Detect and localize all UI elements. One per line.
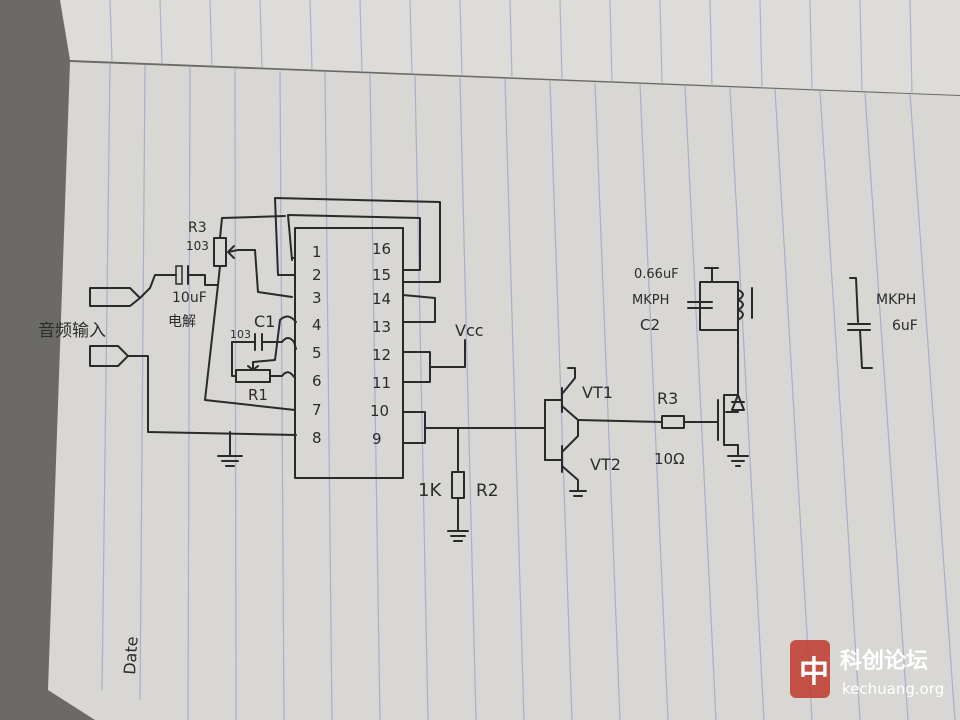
input-cap-right-wire — [187, 274, 219, 286]
c1-value: 103 — [230, 328, 251, 341]
upper-page-rules — [109, 0, 913, 95]
pin-1: 1 — [312, 243, 322, 261]
r3-label: R3 — [188, 220, 207, 236]
pin-13: 13 — [372, 318, 391, 336]
ground-vt2-symbol — [569, 490, 587, 497]
r3-load-label: R3 — [657, 389, 678, 408]
watermark: 中 科创论坛 kechuang.org — [790, 640, 944, 698]
tank-top-wire — [704, 267, 719, 283]
audio-input-plug-2 — [89, 345, 129, 367]
right-cap-type: MKPH — [876, 292, 916, 308]
r3-load-value: 10Ω — [654, 450, 685, 468]
ic-right-pins: 16 15 14 13 12 11 10 9 — [370, 240, 391, 448]
top-feedback-wires — [274, 197, 441, 283]
pin-8: 8 — [312, 429, 322, 447]
vt2-emitter — [561, 419, 579, 453]
vcc-label: Vcc — [455, 321, 484, 340]
date-label: Date — [120, 636, 142, 675]
pin-6: 6 — [312, 372, 322, 390]
pin-12: 12 — [372, 346, 391, 364]
pin-11: 11 — [372, 374, 391, 392]
c1-right-wire — [261, 337, 297, 350]
main-page — [48, 62, 960, 720]
ground-left-symbol — [217, 455, 243, 467]
input-cap-left-wire — [149, 274, 177, 289]
pin-2: 2 — [312, 266, 322, 284]
coil — [737, 289, 744, 321]
ground-r2-symbol — [447, 530, 469, 542]
r2-label: R2 — [476, 481, 499, 501]
vcc-wire — [429, 339, 466, 368]
watermark-text-en: kechuang.org — [842, 680, 944, 698]
right-cap-value: 6uF — [892, 318, 918, 334]
r3-load-left-wire — [577, 419, 663, 423]
r1-wiper-to-pin4 — [252, 315, 297, 363]
audio-plug-1-wire — [139, 287, 151, 299]
pin-9: 9 — [372, 430, 382, 448]
vt2-label: VT2 — [590, 455, 621, 474]
pin-10: 10 — [370, 402, 389, 420]
c2-value: 0.66uF — [634, 267, 679, 282]
upper-page — [60, 0, 960, 95]
vt2-collector — [561, 465, 579, 491]
vt1-emitter — [561, 405, 579, 421]
watermark-logo-glyph: 中 — [799, 655, 829, 690]
c1-label: C1 — [254, 312, 275, 331]
vt1-label: VT1 — [582, 383, 613, 402]
r3-to-pin3-wire — [237, 249, 293, 298]
pin-3: 3 — [312, 289, 322, 307]
ground-mosfet-symbol — [727, 455, 749, 467]
r1-wiper — [247, 361, 259, 371]
r3-top-wire — [219, 215, 286, 239]
right-cap-bottom-wire — [859, 329, 873, 369]
c2-type: MKPH — [632, 293, 669, 308]
mosfet-body-diode — [731, 394, 745, 411]
r3-bottom-wire — [217, 265, 221, 286]
pin-7: 7 — [312, 401, 322, 419]
r2-value: 1K — [418, 480, 442, 501]
audio-input-plug-1 — [89, 287, 141, 307]
r3-value: 103 — [186, 239, 209, 253]
input-cap-type: 电解 — [168, 314, 196, 330]
r1-left-wire — [231, 341, 237, 377]
r1-right-wire — [269, 371, 295, 378]
audio-plug-2-ground-wire — [127, 355, 297, 436]
pin-5: 5 — [312, 344, 322, 362]
pin-16: 16 — [372, 240, 391, 258]
watermark-text-cn: 科创论坛 — [840, 648, 928, 674]
c2-label: C2 — [640, 316, 660, 334]
pin-15: 15 — [372, 266, 391, 284]
pin-14: 14 — [372, 290, 391, 308]
ic-left-pins: 1 2 3 4 5 6 7 8 — [312, 243, 322, 447]
r1-label: R1 — [248, 386, 268, 404]
pin-4: 4 — [312, 316, 322, 334]
input-cap-plate-1 — [175, 265, 183, 285]
r3-wiper — [227, 245, 239, 259]
right-cap-top-wire — [849, 277, 859, 323]
audio-input-label: 音频输入 — [38, 321, 106, 341]
left-bus-wire — [204, 284, 296, 411]
tank-loop — [699, 281, 739, 331]
main-page-rules — [101, 63, 956, 720]
watermark-logo — [790, 640, 830, 698]
vt1-collector — [561, 367, 576, 395]
input-cap-value: 10uF — [172, 290, 207, 306]
